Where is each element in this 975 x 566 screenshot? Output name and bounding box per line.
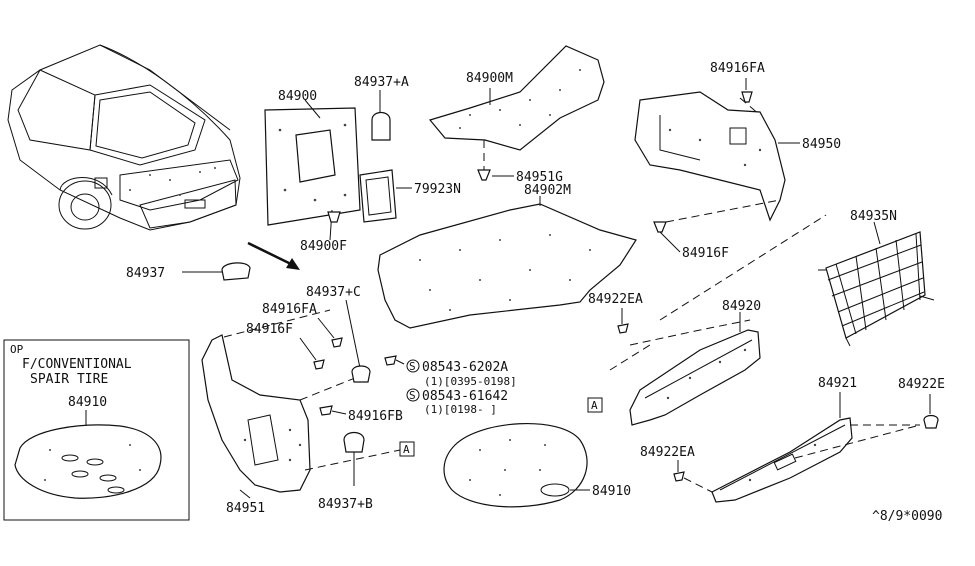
part-84900-trim-panel	[264, 99, 361, 241]
screw-symbol-2: S	[409, 389, 416, 402]
label-84900f: 84900F	[300, 239, 347, 254]
label-84921: 84921	[818, 376, 857, 391]
inset-title: F/CONVENTIONAL	[22, 357, 132, 372]
screw-range-2: (1)[0198- ]	[424, 403, 497, 416]
label-84950: 84950	[802, 137, 841, 152]
ref-box-a-right	[587, 397, 603, 413]
ref-box-a-left	[399, 441, 415, 457]
part-84935n-cargo-net	[818, 221, 935, 347]
label-84902m: 84902M	[524, 183, 571, 198]
label-84951g: 84951G	[516, 170, 563, 185]
label-84922ea-bot: 84922EA	[640, 445, 695, 460]
inset-subtitle: SPAIR TIRE	[30, 372, 108, 387]
label-84916fa-top: 84916FA	[710, 61, 765, 76]
part-84910-floor-board	[443, 422, 590, 508]
label-84935n: 84935N	[850, 209, 897, 224]
part-84950-side-trim	[634, 91, 800, 222]
inset-conventional-spare: OP F/CONVENTIONAL SPAIR TIRE 84910	[3, 339, 190, 521]
label-84922e: 84922E	[898, 377, 945, 392]
label-84937b: 84937+B	[318, 497, 373, 512]
part-84921-sill-trim	[711, 392, 921, 503]
label-84937a: 84937+A	[354, 75, 409, 90]
label-84920: 84920	[722, 299, 761, 314]
part-84902m-trunk-mat	[377, 196, 637, 329]
label-84937c: 84937+C	[306, 285, 361, 300]
label-84916fa-left: 84916FA	[262, 302, 317, 317]
label-84916f-right: 84916F	[682, 246, 729, 261]
label-84900: 84900	[278, 89, 317, 104]
label-84916f-left: 84916F	[246, 322, 293, 337]
ref-a-right: A	[591, 399, 598, 412]
label-84910: 84910	[592, 484, 631, 499]
part-84951-side-trim	[201, 309, 401, 493]
label-84910-inset: 84910	[68, 395, 107, 410]
part-79923n-bracket	[359, 169, 412, 223]
label-84937: 84937	[126, 266, 165, 281]
label-84900m: 84900M	[466, 71, 513, 86]
screw-notes: S 08543-6202A (1)[0395-0198] S 08543-616…	[406, 359, 517, 416]
screw-part-2: 08543-61642	[422, 389, 508, 404]
part-84900m-parcel-shelf	[428, 45, 605, 181]
label-84922ea-top: 84922EA	[588, 292, 643, 307]
label-84951: 84951	[226, 501, 265, 516]
vehicle-illustration	[7, 44, 241, 231]
screw-range-1: (1)[0395-0198]	[424, 375, 517, 388]
label-79923n: 79923N	[414, 182, 461, 197]
ref-a-left: A	[403, 443, 410, 456]
inset-op: OP	[10, 343, 24, 356]
label-84916fb: 84916FB	[348, 409, 403, 424]
part-84920-rear-panel	[609, 312, 761, 426]
screw-symbol-1: S	[409, 360, 416, 373]
direction-arrow	[247, 241, 300, 270]
part-84937a-clip	[371, 90, 391, 141]
screw-part-1: 08543-6202A	[422, 360, 508, 375]
diagram-code: ^8/9*0090	[872, 509, 942, 524]
